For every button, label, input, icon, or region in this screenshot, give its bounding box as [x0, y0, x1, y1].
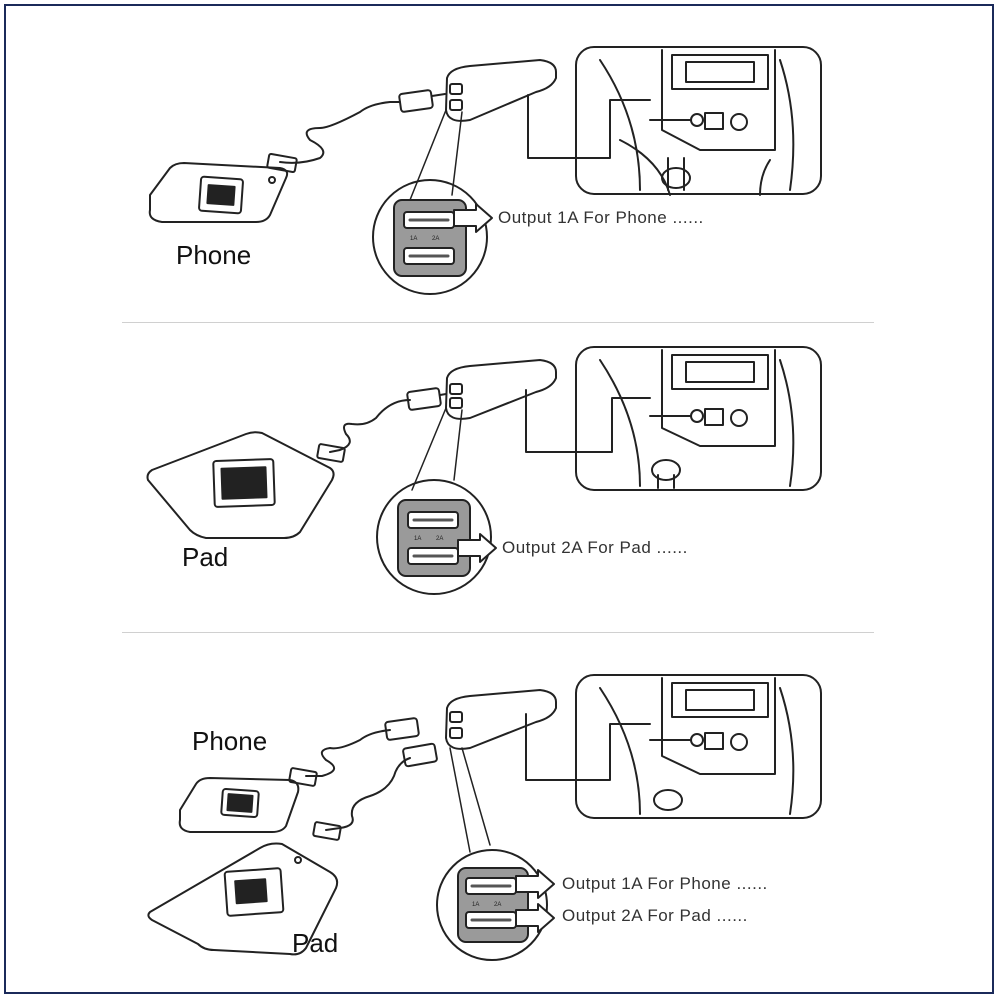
output-label-pad: Output 2A For Pad ...... [502, 538, 688, 557]
dashboard-frame [575, 674, 822, 819]
car-charger [445, 359, 557, 420]
image-frame [4, 4, 994, 994]
pad-device [146, 431, 335, 539]
output-label-phone: Output 1A For Phone ...... [562, 874, 768, 893]
car-charger [445, 689, 557, 750]
device-label-phone: Phone [192, 726, 268, 756]
pad-charging-scene: 1A 2A [146, 346, 822, 595]
dashboard-frame [575, 46, 822, 195]
port-tag-2a: 2A [432, 236, 439, 242]
port-tag-1a: 1A [414, 536, 421, 542]
phone-device [148, 162, 289, 223]
output-label-pad: Output 2A For Pad ...... [562, 906, 748, 925]
output-label-phone: Output 1A For Phone ...... [498, 208, 704, 227]
phone-charging-scene: 1A 2A [148, 46, 822, 295]
dual-charging-scene: 1A 2A [147, 674, 822, 961]
phone-device [178, 777, 300, 833]
divider-1 [122, 322, 874, 323]
port-tag-2a: 2A [494, 902, 501, 908]
car-charger [445, 59, 557, 122]
divider-2 [122, 632, 874, 633]
dashboard-frame [575, 346, 822, 491]
port-tag-1a: 1A [472, 902, 479, 908]
port-zoom-circle [372, 179, 488, 295]
port-zoom-circle [436, 849, 548, 961]
port-zoom-circle [376, 479, 492, 595]
device-label-phone: Phone [176, 240, 252, 270]
pad-device [147, 842, 339, 956]
port-tag-2a: 2A [436, 536, 443, 542]
device-label-pad: Pad [182, 542, 229, 572]
device-label-pad: Pad [292, 928, 339, 958]
port-tag-1a: 1A [410, 236, 417, 242]
